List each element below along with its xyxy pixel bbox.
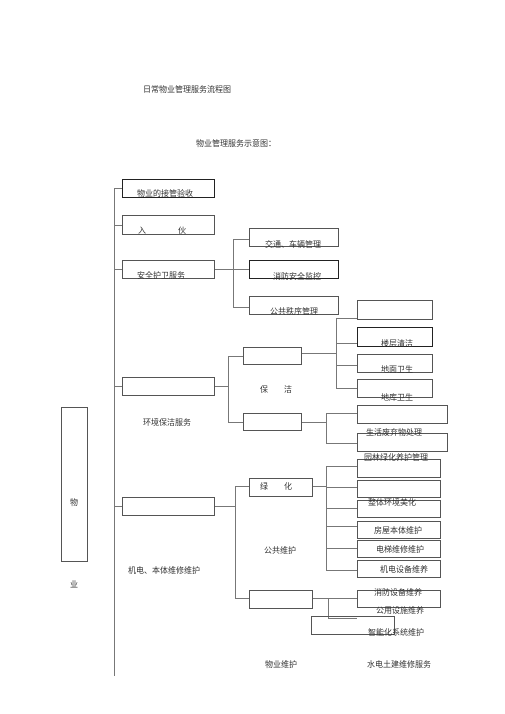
cleaning-label: 保 洁 (260, 385, 292, 394)
cleaning-c4 (336, 388, 357, 389)
connector-mep (114, 506, 122, 507)
mep-box (122, 497, 215, 516)
maintenance-c1 (328, 598, 357, 599)
security-label: 安全护卫服务 (137, 271, 185, 280)
security-order-connector (233, 307, 249, 308)
ground-hygiene-box (357, 354, 433, 373)
overall-env-label: 整体环境美化 (368, 498, 416, 507)
equipment-label: 机电设备维养 (380, 565, 428, 574)
equipment-box (357, 560, 441, 578)
maintenance-connector (235, 598, 249, 599)
takeover-box (122, 179, 215, 198)
traffic-label: 交通、车辆管理 (265, 240, 321, 249)
garden-label: 园林绿化养护管理 (364, 453, 428, 462)
security-fire-connector (233, 269, 249, 270)
cleaning-c1 (336, 318, 357, 319)
cleaning-lower-connector (228, 422, 243, 423)
mep-branch-line (215, 506, 235, 507)
mep-label: 机电、本体维修维护 (128, 566, 200, 575)
connector-takeover (114, 188, 122, 189)
public-facility-label: 公用设施维养 (376, 606, 424, 615)
intelligent-label: 智能化系统维护 (368, 628, 424, 637)
building-box (357, 521, 441, 539)
fire-monitor-label: 消防安全监控 (273, 272, 321, 281)
ground-hygiene-label: 地面卫生 (381, 365, 413, 374)
floor-cleaning-box (357, 327, 433, 347)
maintenance-vertical (328, 598, 329, 618)
maintenance-c2 (328, 618, 357, 619)
greening-connector (235, 486, 249, 487)
underground-hygiene-label: 地库卫生 (381, 393, 413, 402)
document-title: 日常物业管理服务流程图 (143, 85, 231, 94)
greening-c1 (326, 466, 357, 467)
environment-branch-vertical (228, 356, 229, 422)
cleaning-lower-out (302, 422, 326, 423)
greening-out (313, 486, 326, 487)
environment-branch-line (215, 386, 228, 387)
greening-vertical (326, 466, 327, 570)
garden-box (357, 459, 441, 478)
cleaning-top-empty-box (357, 300, 433, 320)
building-label: 房屋本体维护 (374, 526, 422, 535)
greening-c5 (326, 548, 357, 549)
public-order-label: 公共秩序管理 (270, 307, 318, 316)
utilities-label: 水电土建维修服务 (367, 660, 431, 669)
elevator-box (357, 540, 441, 558)
connector-environment (114, 386, 122, 387)
cleaning-upper-connector (228, 356, 243, 357)
cleaning-lower-c1 (326, 413, 357, 414)
greening-c2 (326, 487, 357, 488)
greening-c6 (326, 570, 357, 571)
fire-equipment-box (357, 590, 441, 608)
property-maintenance-label: 物业维护 (265, 660, 297, 669)
floor-cleaning-label: 楼层清洁 (381, 339, 413, 348)
connector-security (114, 269, 122, 270)
security-branch-vertical (233, 239, 234, 307)
public-maintenance-label: 公共维护 (264, 546, 296, 555)
greening-box (249, 478, 313, 497)
cleaning-lower-vertical (326, 413, 327, 443)
waste-box (357, 433, 448, 452)
fire-monitor-box (249, 260, 339, 279)
connector-movein (114, 225, 122, 226)
intelligent-box (311, 616, 395, 635)
cleaning-c2 (336, 343, 357, 344)
cleaning-lower-c2 (326, 443, 357, 444)
environment-label: 环境保洁服务 (143, 418, 191, 427)
environment-box (122, 377, 215, 396)
greening-label: 绿 化 (260, 482, 292, 491)
movein-label: 入 伙 (138, 226, 186, 235)
security-box (122, 260, 215, 279)
elevator-label: 电梯维修维护 (376, 545, 424, 554)
diagram-subtitle: 物业管理服务示意图： (196, 139, 276, 148)
maintenance-box (249, 590, 313, 609)
security-branch-line (215, 269, 233, 270)
cleaning-lower-box (243, 413, 302, 431)
maintenance-out (313, 598, 328, 599)
root-char-ye: 业 (70, 580, 78, 589)
waste-label: 生活废弃物处理 (366, 428, 422, 437)
main-trunk-line (114, 188, 115, 676)
security-traffic-connector (233, 239, 249, 240)
mep-branch-vertical (235, 486, 236, 598)
root-char-wu: 物 (70, 498, 78, 507)
cleaning-upper-out (302, 353, 336, 354)
fire-equipment-label: 消防设备维养 (374, 588, 422, 597)
underground-hygiene-box (357, 379, 433, 398)
cleaning-upper-vertical (336, 318, 337, 388)
takeover-label: 物业的接管验收 (137, 189, 193, 198)
root-box (61, 407, 88, 562)
greening-empty-box (357, 480, 441, 498)
overall-env-box (357, 500, 441, 518)
traffic-box (249, 228, 339, 247)
greening-c3 (326, 508, 357, 509)
movein-box (122, 215, 215, 235)
cleaning-upper-box (243, 347, 302, 365)
cleaning-lower-empty-box (357, 405, 448, 424)
public-order-box (249, 296, 339, 315)
cleaning-c3 (336, 365, 357, 366)
greening-c4 (326, 526, 357, 527)
